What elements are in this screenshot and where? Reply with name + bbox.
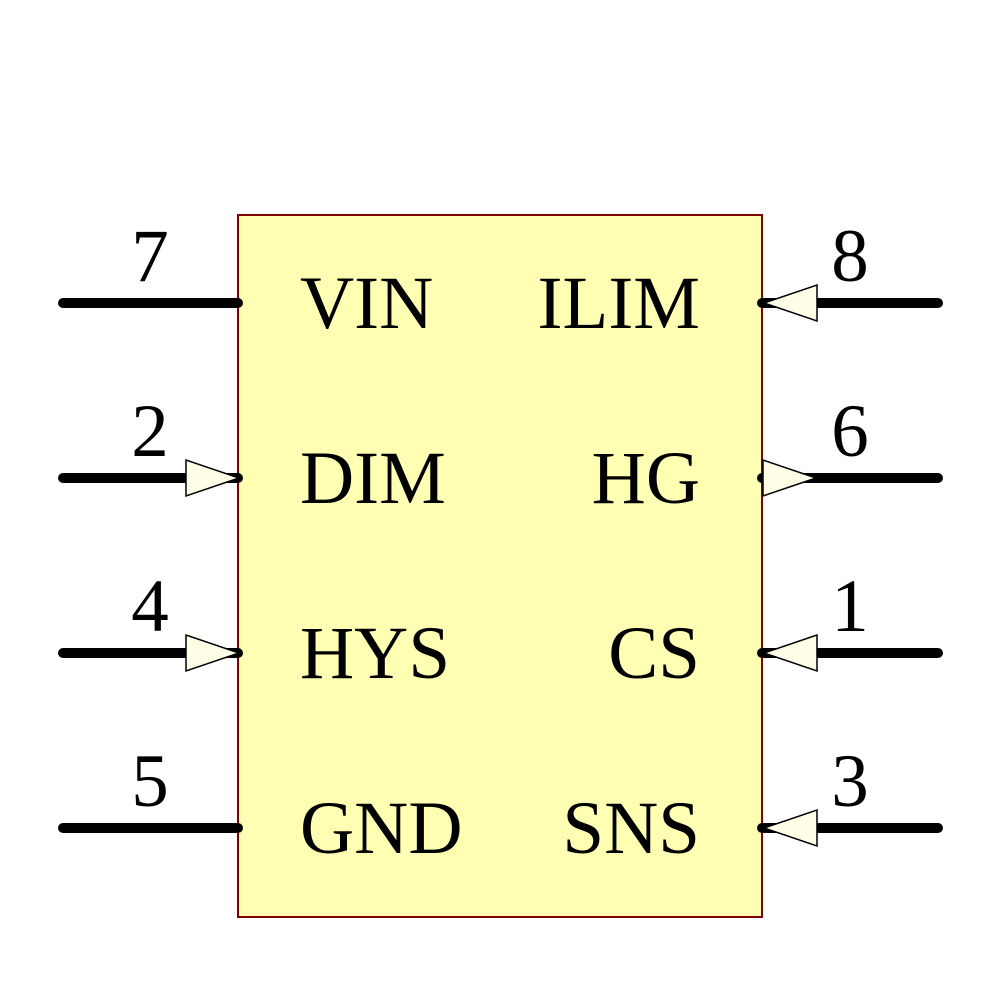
pin-label-cs: CS bbox=[608, 612, 700, 695]
pin-label-hg: HG bbox=[591, 437, 700, 520]
pin-number: 4 bbox=[131, 565, 169, 648]
arrow-into-body-icon bbox=[185, 633, 242, 673]
arrow-into-body-icon bbox=[761, 808, 818, 848]
pin-number: 7 bbox=[131, 215, 169, 298]
pin-label-dim: DIM bbox=[300, 437, 446, 520]
pin-number: 5 bbox=[131, 740, 169, 823]
pin-line bbox=[757, 473, 943, 483]
pin-line bbox=[757, 648, 943, 658]
arrow-out-of-body-icon bbox=[762, 458, 819, 498]
pin-line bbox=[757, 298, 943, 308]
pin-number: 1 bbox=[831, 565, 869, 648]
arrow-into-body-icon bbox=[761, 633, 818, 673]
pin-label-hys: HYS bbox=[300, 612, 451, 695]
pin-label-ilim: ILIM bbox=[537, 262, 700, 345]
pin-line bbox=[58, 473, 243, 483]
pin-line bbox=[58, 298, 243, 308]
pin-line bbox=[58, 823, 243, 833]
pin-number: 6 bbox=[831, 390, 869, 473]
pin-number: 8 bbox=[831, 215, 869, 298]
pin-label-gnd: GND bbox=[300, 787, 463, 870]
arrow-into-body-icon bbox=[761, 283, 818, 323]
pin-label-vin: VIN bbox=[300, 262, 434, 345]
pin-number: 3 bbox=[831, 740, 869, 823]
pin-line bbox=[58, 648, 243, 658]
pin-number: 2 bbox=[131, 390, 169, 473]
pin-line bbox=[757, 823, 943, 833]
pin-label-sns: SNS bbox=[562, 787, 700, 870]
arrow-into-body-icon bbox=[185, 458, 242, 498]
symbol-body[interactable] bbox=[237, 214, 763, 918]
